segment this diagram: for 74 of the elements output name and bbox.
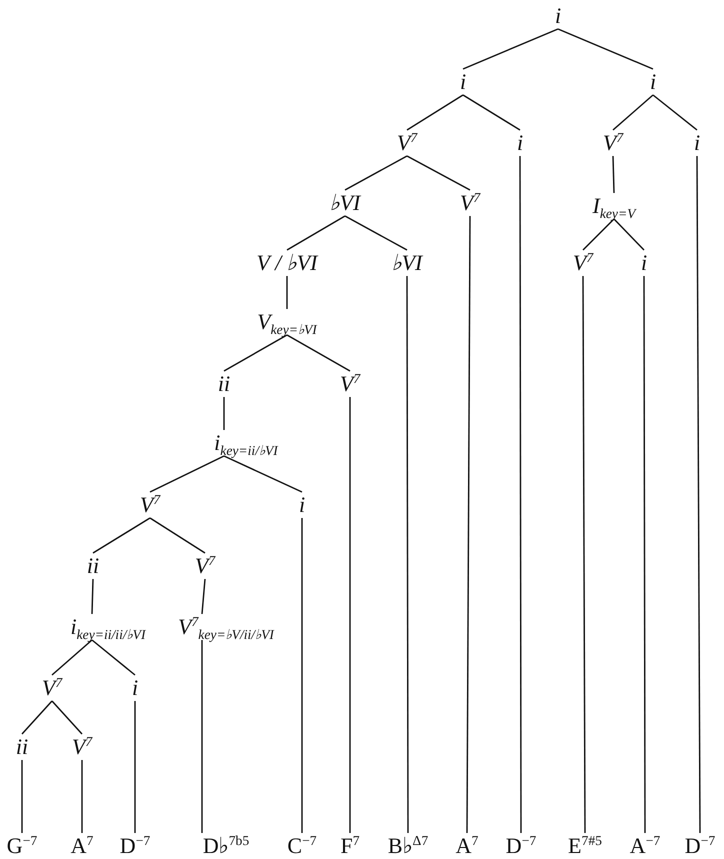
chord-symbol: D$^{−7}$ [684, 834, 716, 858]
tree-branch [696, 156, 701, 833]
roman-numeral-label: V$^{7}$ [602, 131, 624, 155]
tree-branch [286, 215, 346, 251]
chord-symbol: A$^{7}$ [70, 834, 94, 858]
tree-branch [223, 397, 225, 430]
tree-branch [52, 639, 92, 676]
roman-numeral-label: V$^{7}$ [194, 554, 216, 578]
tree-branch [614, 218, 644, 250]
roman-numeral-label: ♭VI [330, 191, 360, 215]
roman-numeral-label: i [132, 676, 138, 700]
tree-branch [406, 94, 464, 131]
tree-branch [519, 156, 522, 833]
roman-numeral-label: ♭VI [392, 251, 422, 275]
chord-symbol: A$^{−7}$ [630, 834, 660, 858]
roman-numeral-label: ii [86, 554, 100, 578]
tree-branch [652, 94, 698, 131]
chord-symbol: B♭$^{Δ7}$ [388, 834, 428, 858]
tree-branch [286, 334, 350, 372]
roman-numeral-label: V$^{7}$ [140, 493, 160, 517]
roman-numeral-label: ii [16, 735, 28, 759]
tree-branch [286, 276, 288, 309]
tree-branch [150, 455, 224, 493]
roman-numeral-label: V$^{7}$ [42, 676, 62, 700]
chord-symbol: D♭$^{7b5}$ [202, 834, 250, 858]
chord-symbol: D$^{−7}$ [506, 834, 536, 858]
tree-branch [466, 216, 471, 833]
roman-numeral-label: i [694, 131, 700, 155]
roman-numeral-label: i [298, 493, 306, 517]
roman-numeral-label: V / ♭VI [256, 251, 318, 275]
roman-numeral-label: i [640, 251, 648, 275]
tree-branch [344, 215, 408, 251]
roman-numeral-label: V$^{7}$ [72, 735, 92, 759]
tree-branch [406, 155, 470, 191]
tree-branch [558, 28, 654, 70]
tree-branch [91, 578, 94, 614]
chord-symbol: F$^{7}$ [340, 834, 360, 858]
tree-branch [612, 94, 654, 131]
tree-branch [51, 700, 83, 734]
tree-branch [134, 701, 136, 833]
tree-branch [462, 28, 558, 70]
tree-branch [21, 700, 53, 734]
tree-branch [21, 760, 23, 833]
roman-numeral-label: i [650, 70, 656, 94]
tree-branch [224, 455, 302, 493]
tree-branch [344, 155, 408, 191]
tree-branch [92, 517, 150, 554]
roman-numeral-label: V$^{7}$ [572, 251, 594, 275]
tree-branch [612, 156, 615, 194]
tree-branch [406, 276, 409, 833]
tree-branch [582, 276, 586, 833]
tree-branch [201, 640, 203, 833]
tree-branch [349, 397, 351, 833]
tree-branch [224, 334, 288, 372]
roman-numeral-label: i [554, 4, 562, 28]
tree-branch [643, 276, 646, 833]
chord-symbol: D$^{−7}$ [120, 834, 150, 858]
roman-numeral-label: i [516, 131, 524, 155]
tree-branch [301, 518, 303, 833]
roman-numeral-label: V$^{7}$ [340, 372, 360, 396]
roman-numeral-label: i [460, 70, 466, 94]
chord-symbol: A$^{7}$ [456, 834, 478, 858]
chord-symbol: G$^{−7}$ [6, 834, 38, 858]
tree-branch [92, 639, 136, 676]
tree-branch [81, 760, 83, 833]
tree-branch [462, 94, 520, 131]
tree-branch [201, 578, 206, 614]
chord-symbol: E$^{7#5}$ [568, 834, 602, 858]
tree-branch [150, 517, 206, 554]
roman-numeral-label: V$^{7}$ [460, 191, 480, 215]
roman-numeral-label: ii [218, 372, 230, 396]
chord-symbol: C$^{−7}$ [287, 834, 317, 858]
roman-numeral-label: V$^{7}$ [396, 131, 418, 155]
tree-branch [582, 218, 614, 250]
